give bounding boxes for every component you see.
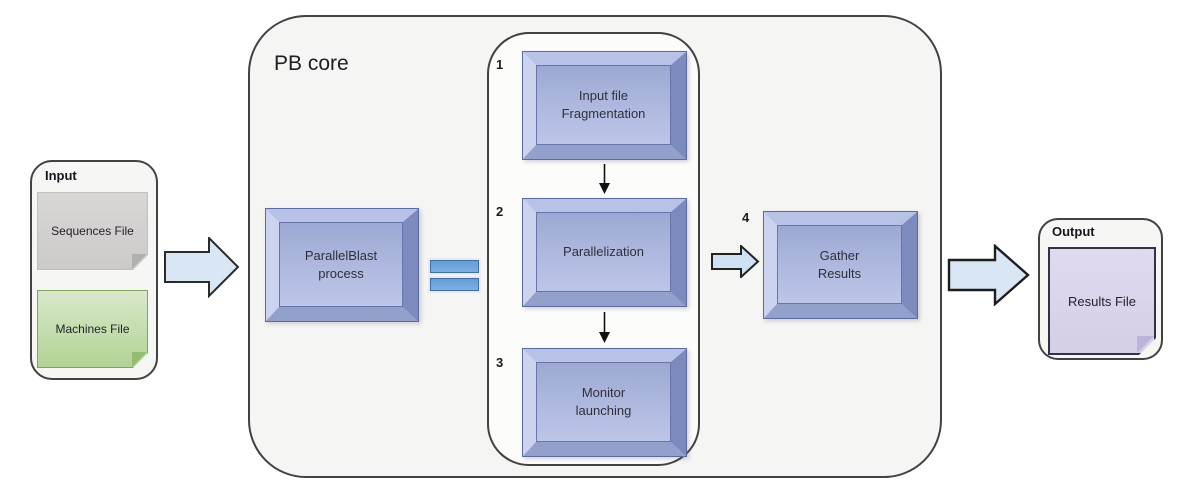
bevel-frame — [523, 199, 686, 306]
parallelblast-line1: ParallelBlast — [304, 247, 378, 263]
parallelization-face: Parallelization — [536, 212, 671, 292]
step-3-number: 3 — [496, 355, 504, 370]
block-arrow-right-icon — [164, 237, 240, 298]
equals-icon — [430, 260, 479, 273]
step-3-line1: Monitor — [581, 385, 626, 401]
step-1-line1: Input file — [578, 88, 629, 104]
down-arrow-icon — [599, 312, 610, 343]
gather-line2: Results — [817, 265, 862, 281]
parallelblast-line2: process — [318, 265, 364, 281]
output-group-label: Output — [1052, 224, 1095, 239]
block-arrow-right-icon — [711, 245, 760, 278]
monitor-launching-face: Monitor launching — [536, 362, 671, 442]
input-group-label: Input — [45, 168, 77, 183]
step-1-number: 1 — [496, 57, 504, 72]
input-file-fragmentation-box: Input file Fragmentation — [522, 51, 687, 160]
down-arrow-icon — [599, 164, 610, 194]
results-file-label: Results File — [1068, 293, 1136, 309]
step-3-line2: launching — [575, 403, 632, 418]
bevel-frame — [764, 212, 917, 318]
equals-icon — [430, 278, 479, 291]
gather-results-face: Gather Results — [777, 225, 902, 304]
pb-core-label: PB core — [274, 52, 349, 75]
machines-file-label: Machines File — [55, 322, 130, 336]
block-arrow-right-icon — [947, 244, 1030, 306]
gather-results-box: Gather Results — [763, 211, 918, 319]
monitor-launching-box: Monitor launching — [522, 348, 687, 457]
gather-line1: Gather — [819, 247, 860, 263]
parallelization-box: Parallelization — [522, 198, 687, 307]
bevel-frame — [266, 209, 418, 321]
bevel-frame — [523, 349, 686, 456]
parallelblast-process-face: ParallelBlast process — [279, 222, 403, 307]
step-2-line1: Parallelization — [563, 244, 644, 260]
bevel-frame — [523, 52, 686, 159]
step-4-number: 4 — [742, 210, 750, 225]
step-2-number: 2 — [496, 204, 504, 219]
results-file-doc: Results File — [1048, 247, 1156, 355]
step-1-line2: Fragmentation — [561, 106, 646, 121]
sequences-file-doc: Sequences File — [37, 192, 148, 270]
input-file-fragmentation-face: Input file Fragmentation — [536, 65, 671, 145]
parallelblast-process-box: ParallelBlast process — [265, 208, 419, 322]
sequences-file-label: Sequences File — [51, 224, 134, 238]
machines-file-doc: Machines File — [37, 290, 148, 368]
